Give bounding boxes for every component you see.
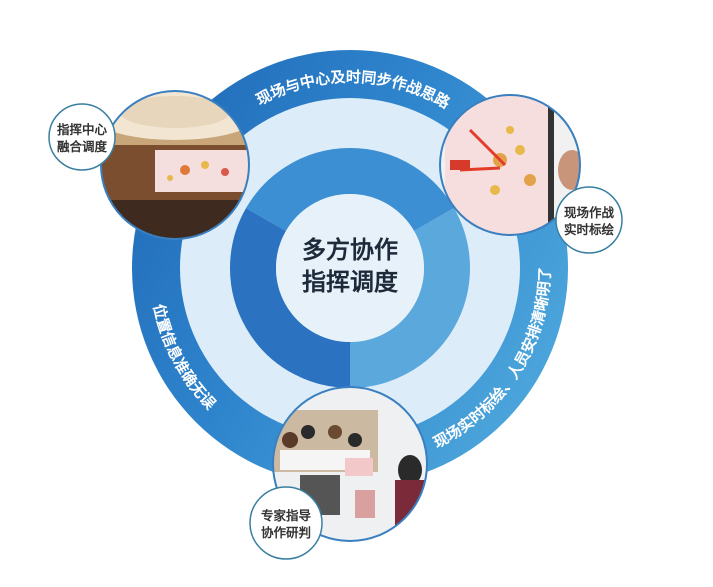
label-command-center: 指挥中心 融合调度 <box>48 103 116 171</box>
ring-segment-top <box>246 148 454 232</box>
svg-text:现场作战: 现场作战 <box>564 205 615 220</box>
svg-text:协作研判: 协作研判 <box>261 525 311 540</box>
ring-segment-left <box>230 208 351 388</box>
ring-segment-right <box>349 208 470 388</box>
label-field-plotting: 现场作战 实时标绘 <box>555 186 623 254</box>
label-expert-guidance: 专家指导 协作研判 <box>249 486 323 560</box>
svg-text:指挥中心: 指挥中心 <box>57 122 108 137</box>
center-title-line1: 多方协作 <box>302 236 398 264</box>
center-circle <box>276 194 424 342</box>
svg-text:实时标绘: 实时标绘 <box>564 222 615 237</box>
svg-text:融合调度: 融合调度 <box>57 139 108 154</box>
center-title-line2: 指挥调度 <box>302 268 399 296</box>
svg-text:专家指导: 专家指导 <box>261 508 312 523</box>
